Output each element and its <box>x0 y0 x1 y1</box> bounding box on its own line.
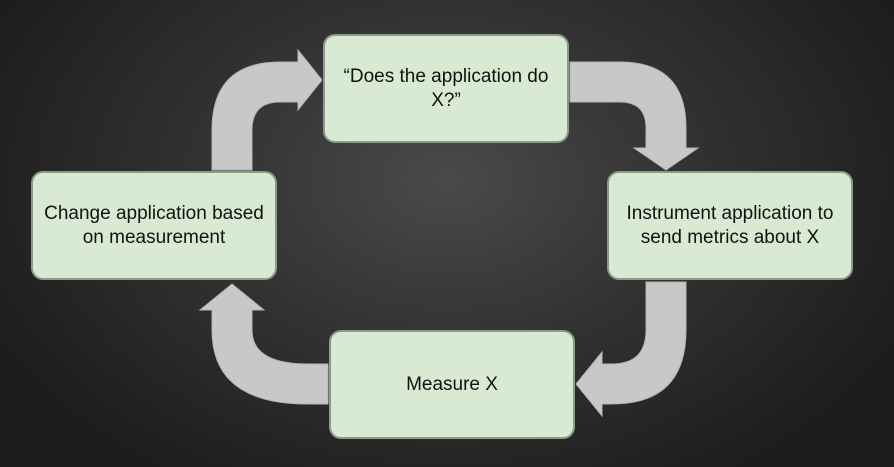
node-instrument: Instrument application to send metrics a… <box>607 171 853 280</box>
arrow-change-to-question <box>211 48 323 171</box>
node-instrument-label: Instrument application to send metrics a… <box>626 202 834 248</box>
node-change: Change application based on measurement <box>31 171 277 280</box>
node-change-label: Change application based on measurement <box>44 202 264 248</box>
arrow-measure-to-change <box>198 283 329 405</box>
arrow-question-to-instrument <box>569 61 700 171</box>
node-measure-label: Measure X <box>406 373 498 395</box>
node-question: “Does the application do X?” <box>323 34 569 143</box>
node-question-label: “Does the application do X?” <box>343 65 549 111</box>
node-measure: Measure X <box>329 330 575 439</box>
arrow-instrument-to-measure <box>575 281 687 418</box>
